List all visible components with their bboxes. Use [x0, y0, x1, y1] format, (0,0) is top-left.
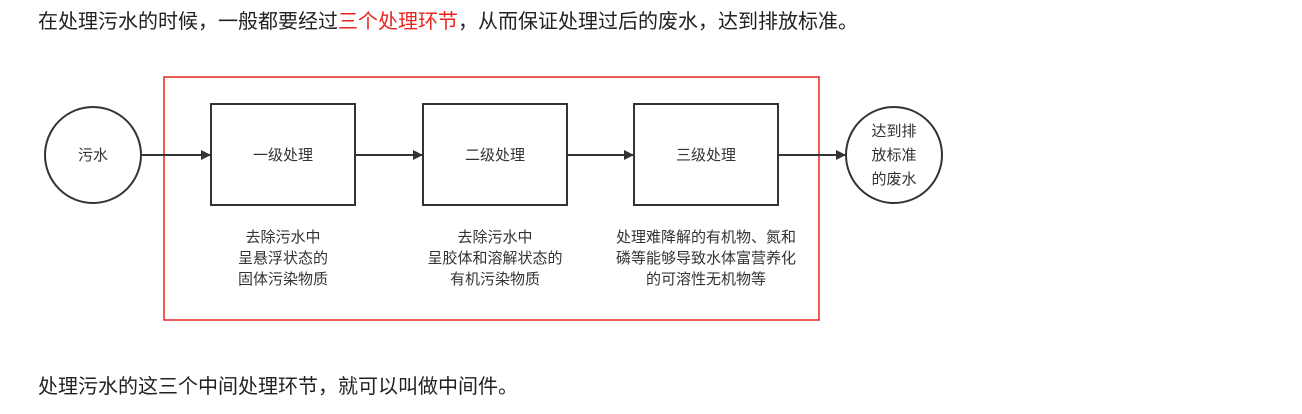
start-node-label: 污水	[78, 146, 108, 164]
stage-1-description: 去除污水中 呈悬浮状态的 固体污染物质	[238, 228, 328, 288]
stage-3-description: 处理难降解的有机物、氮和 磷等能够导致水体富营养化 的可溶性无机物等	[616, 228, 796, 288]
stage-3-description-line-3: 的可溶性无机物等	[646, 270, 766, 288]
stage-2-description: 去除污水中 呈胶体和溶解状态的 有机污染物质	[427, 228, 562, 288]
stage-1-label: 一级处理	[253, 146, 313, 164]
stage-2: 二级处理	[422, 103, 568, 206]
stage-2-description-line-1: 去除污水中	[457, 228, 532, 246]
stage-2-description-line-2: 呈胶体和溶解状态的	[427, 249, 562, 267]
stage-3-description-line-1: 处理难降解的有机物、氮和	[616, 228, 796, 246]
stage-2-box	[422, 103, 568, 206]
start-node: 污水	[44, 106, 142, 204]
end-node: 达到排 放标准 的废水	[845, 106, 943, 204]
middleware-frame	[163, 76, 820, 321]
stage-2-description-line-3: 有机污染物质	[450, 270, 540, 288]
stage-1: 一级处理	[210, 103, 356, 206]
end-node-circle	[845, 106, 943, 204]
stage-2-label: 二级处理	[465, 146, 525, 164]
stage-1-description-line-2: 呈悬浮状态的	[238, 249, 328, 267]
stage-3-description-line-2: 磷等能够导致水体富营养化	[616, 249, 796, 267]
stage-1-description-line-3: 固体污染物质	[238, 270, 328, 288]
intro-text-after: ，从而保证处理过后的废水，达到排放标准。	[458, 9, 858, 33]
stage-3-box	[633, 103, 779, 206]
intro-paragraph: 在处理污水的时候，一般都要经过三个处理环节，从而保证处理过后的废水，达到排放标准…	[38, 7, 858, 35]
stage-1-box	[210, 103, 356, 206]
conclusion-paragraph: 处理污水的这三个中间处理环节，就可以叫做中间件。	[38, 374, 518, 398]
stage-3-label: 三级处理	[676, 146, 736, 164]
stage-3: 三级处理	[633, 103, 779, 206]
intro-highlight: 三个处理环节	[338, 9, 458, 33]
stage-1-description-line-1: 去除污水中	[245, 228, 320, 246]
end-node-label-line-2: 放标准	[871, 146, 916, 164]
end-node-label-line-1: 达到排	[871, 122, 916, 140]
intro-text-before: 在处理污水的时候，一般都要经过	[38, 9, 338, 33]
end-node-label-line-3: 的废水	[871, 170, 916, 188]
